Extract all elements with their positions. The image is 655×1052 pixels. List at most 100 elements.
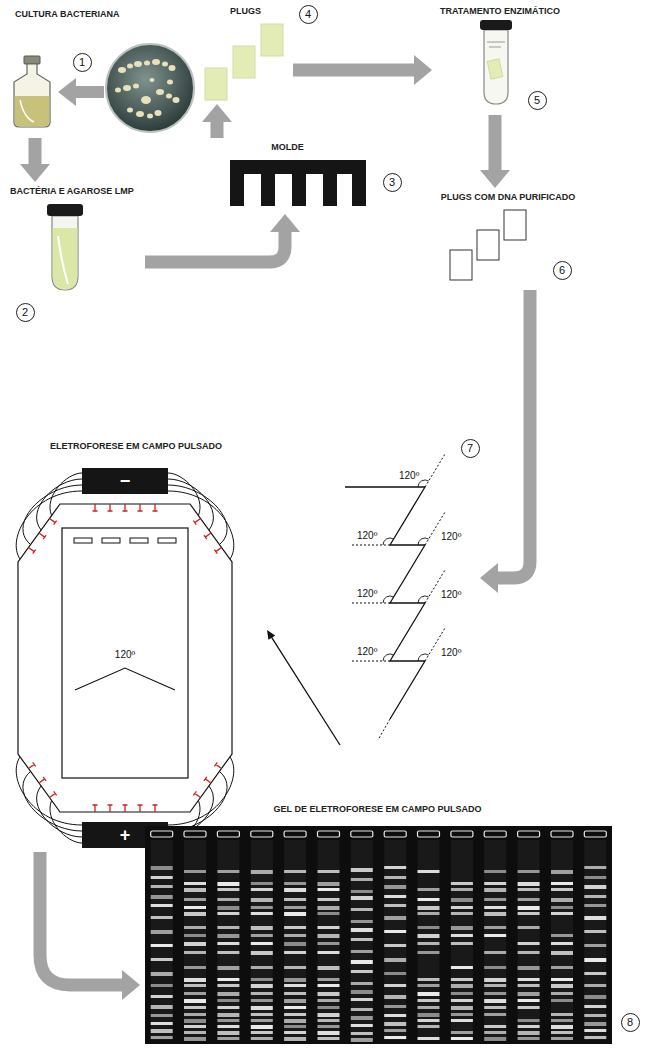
gel-image (284, 992, 306, 995)
gel-image (217, 870, 239, 873)
callout-number: 2 (16, 303, 35, 322)
gel-image (584, 958, 606, 962)
gel-image (418, 978, 440, 981)
gel-image (318, 978, 340, 981)
gel-image (384, 1014, 406, 1017)
gel-image (584, 944, 606, 947)
gel-image (184, 870, 206, 873)
gel-image (184, 1025, 206, 1028)
step-arrow (497, 290, 530, 578)
gel-image (384, 1036, 406, 1039)
petri-dish (127, 64, 133, 69)
gel-image (451, 840, 473, 1040)
pfge-chamber (74, 538, 176, 543)
gel-image (584, 930, 606, 933)
gel-image (284, 999, 306, 1003)
gel-image (384, 944, 406, 947)
gel-image (351, 970, 373, 973)
gel-image (217, 1006, 239, 1009)
petri-dish (106, 44, 194, 132)
petri-dish (118, 67, 126, 73)
gel-image (384, 995, 406, 999)
chamber-step: ELETROFORESE EM CAMPO PULSADO (5, 438, 267, 852)
gel-image (251, 984, 273, 988)
gel-image (151, 831, 173, 837)
culture-step: CULTURA BACTERIANA (5, 3, 197, 138)
gel-image (184, 1019, 206, 1023)
gel-image (484, 926, 506, 929)
step-arrow (145, 214, 300, 262)
gel-image (451, 1037, 473, 1040)
gel-image (418, 992, 440, 996)
gel-image (384, 958, 406, 962)
gel-image (451, 1013, 473, 1016)
gel-image (151, 885, 173, 888)
step-heading: PLUGS (230, 6, 261, 17)
pfge-chamber (16, 468, 234, 848)
arrow-head (20, 164, 50, 182)
gel-image (151, 984, 173, 987)
gel-image (584, 866, 606, 869)
agarose-plugs (261, 24, 283, 56)
gel-image (484, 999, 506, 1003)
gel-image (418, 831, 440, 837)
step-arrow (489, 115, 502, 171)
purified-plugs (450, 210, 526, 280)
step-heading: CULTURA BACTERIANA (15, 9, 120, 20)
gel-image (284, 1006, 306, 1009)
step-heading: BACTÉRIA E AGAROSE LMP (10, 186, 134, 197)
gel-image (217, 984, 239, 987)
gel-image (351, 1008, 373, 1011)
gel-image (284, 831, 306, 837)
gel-image (284, 1037, 306, 1041)
gel-image (451, 1006, 473, 1010)
gel-image (151, 1014, 173, 1017)
gel-image (351, 1016, 373, 1020)
callout-number: 1 (73, 53, 92, 72)
gel-image (484, 978, 506, 982)
gel-image (284, 951, 306, 954)
gel-image (551, 1019, 573, 1022)
pfge-chamber (75, 668, 175, 690)
gel-image (418, 888, 440, 891)
gel-image (418, 942, 440, 945)
gel-image (151, 866, 173, 870)
petri-dish (141, 96, 151, 104)
gel-image (484, 934, 506, 937)
gel-image (518, 978, 540, 981)
gel-image (217, 898, 239, 901)
field-arrow (267, 630, 340, 745)
step-arrow (58, 78, 104, 106)
enzyme-tube (487, 59, 502, 79)
petri-dish (155, 110, 162, 116)
gel-image (551, 966, 573, 969)
gel-image (518, 1031, 540, 1035)
petri-dish (169, 65, 176, 71)
step-arrow (202, 104, 232, 138)
agarose-step: BACTÉRIA E AGAROSE LMP (5, 182, 145, 297)
gel-image (184, 978, 206, 982)
step-arrow (40, 852, 123, 985)
culture-flask (24, 56, 40, 64)
step-heading: TRATAMENTO ENZIMÁTICO (440, 6, 560, 17)
gel-image (184, 1037, 206, 1041)
gel-image (551, 906, 573, 909)
gel-image (518, 870, 540, 873)
field-angle-zigzag (345, 454, 445, 740)
gel-image (217, 992, 239, 996)
agarose-plugs (205, 68, 227, 100)
gel-image (451, 906, 473, 909)
gel-image (384, 916, 406, 920)
gel-image (384, 972, 406, 975)
gel-image (184, 999, 206, 1003)
gel-image (217, 888, 239, 891)
arrow-head (480, 563, 498, 593)
angle-label: 120º (398, 470, 420, 482)
step-arrow (480, 115, 510, 188)
pfge-chamber (74, 538, 92, 543)
gel-image (518, 1025, 540, 1028)
gel-image (184, 966, 206, 969)
gel-image (145, 826, 612, 1044)
gel-image (151, 958, 173, 961)
